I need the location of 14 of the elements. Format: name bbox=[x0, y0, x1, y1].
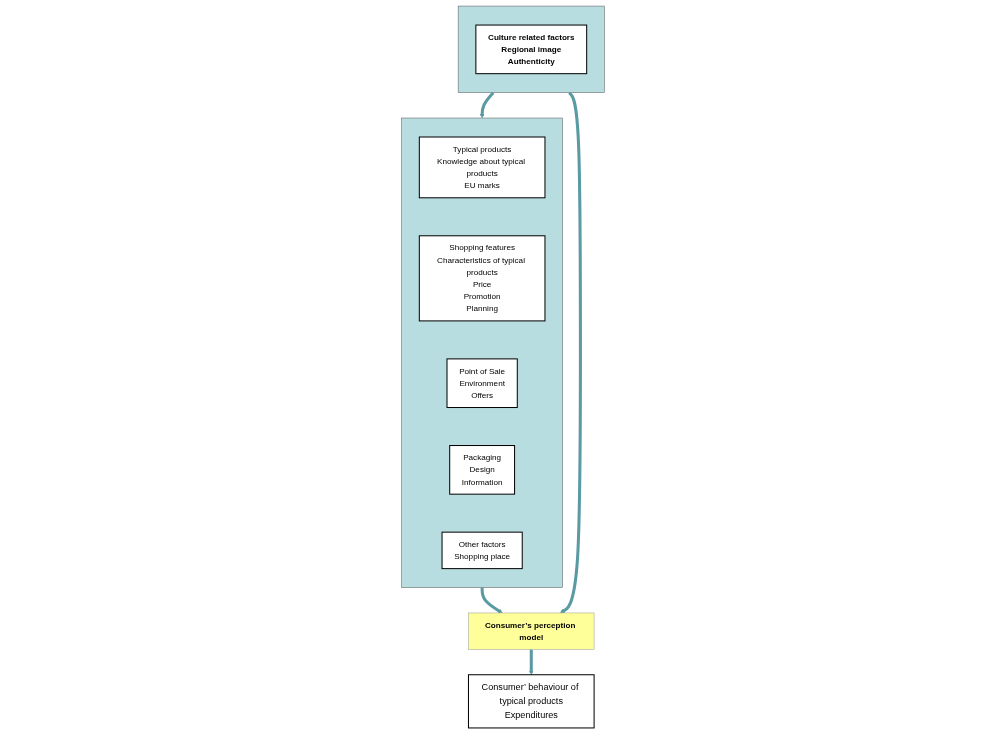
arrow bbox=[479, 91, 494, 119]
node-box: Other factors Shopping place bbox=[441, 531, 523, 570]
node-box: Consumer’ behaviour of typical products Expenditures bbox=[467, 674, 595, 729]
node-box: Shopping features Characteristics of typical products Price Promotion Planning bbox=[418, 235, 545, 322]
cluster bbox=[457, 5, 605, 93]
arrow bbox=[559, 91, 582, 614]
node-box: Point of Sale Environment Offers bbox=[446, 358, 518, 409]
node-box: Culture related factors Regional image Authenticity bbox=[474, 24, 587, 75]
node-box: Typical products Knowledge about typical products EU marks bbox=[418, 136, 545, 199]
node-box: Consumer’s perception model bbox=[467, 612, 594, 650]
node-box: Packaging Design Information bbox=[448, 445, 515, 495]
arrow bbox=[480, 587, 502, 614]
arrow bbox=[528, 649, 533, 675]
cluster bbox=[400, 117, 563, 588]
